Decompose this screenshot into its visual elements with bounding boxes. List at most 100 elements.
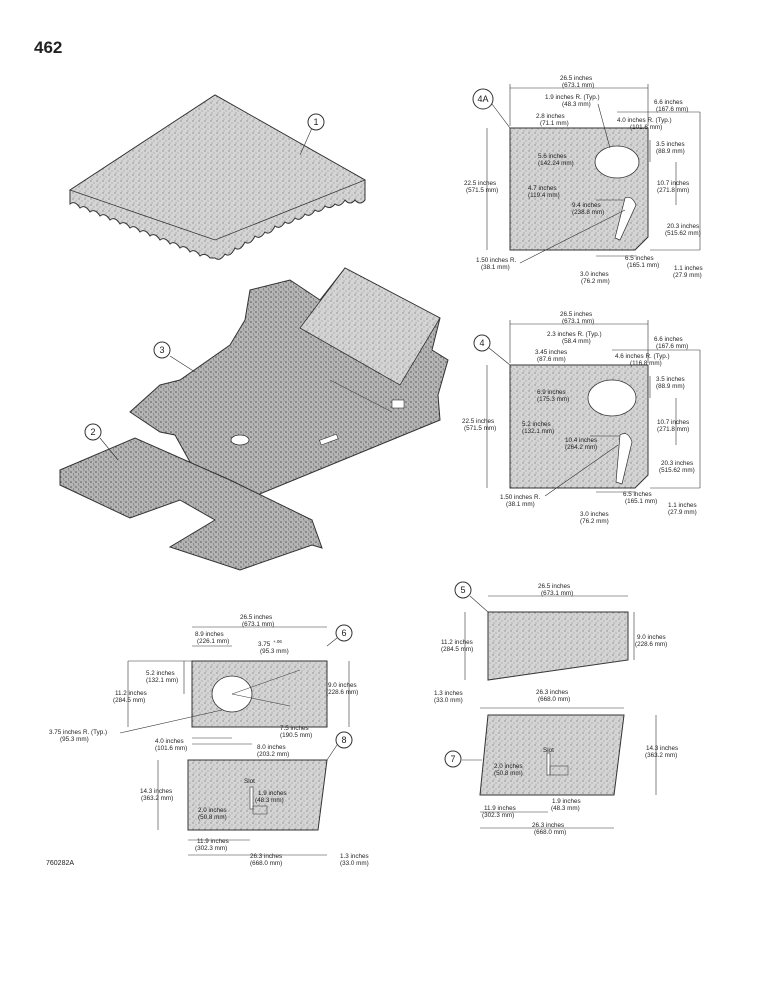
f6-dim-e-in: 4.0 inches [155, 738, 184, 745]
callout-7: 7 [444, 750, 482, 768]
part-2-side-panel-illustration [59, 437, 323, 571]
page-number: 462 [34, 38, 63, 57]
f4-dim-d-mm: (132.1 mm) [522, 428, 554, 435]
f8-slot: Slot [244, 778, 255, 785]
f8-dim-a-mm: (33.0 mm) [340, 860, 369, 867]
f4a-dim-d-in: 4.7 inches [528, 185, 557, 192]
f4-radius-in: 2.3 inches R. (Typ.) [547, 331, 602, 338]
f4a-top-a-in: 6.6 inches [654, 99, 683, 106]
f7-bottom-width-in: 26.3 inches [532, 822, 564, 829]
f6-dim-f-mm: (203.2 mm) [257, 751, 289, 758]
f6-dim-d-mm: (190.5 mm) [280, 732, 312, 739]
f4a-dim-c-in: 3.5 inches [656, 141, 685, 148]
f4-dim-a-in: 3.45 inches [535, 349, 567, 356]
f4-width-mm: (673.1 mm) [562, 318, 594, 325]
callout-6-label: 6 [341, 628, 346, 638]
f4-dim-e-in: 10.7 inches [657, 419, 689, 426]
callout-1: 1 [299, 113, 325, 156]
figure-8-panel [187, 759, 328, 831]
f4a-dim-t-in: 3.0 inches [580, 271, 609, 278]
f4-dim-g-in: 20.3 inches [661, 460, 693, 467]
f6-width-mm: (673.1 mm) [242, 621, 274, 628]
f7-dim-c-in: 1.9 inches [552, 798, 581, 805]
figure-4a-dimensions: 26.5 inches (673.1 mm) 1.9 inches R. (Ty… [464, 75, 703, 285]
f7-bottom-width-mm: (668.0 mm) [534, 829, 566, 836]
f7-dim-d-in: 11.9 inches [484, 805, 516, 812]
f6-dim-a-in: 8.9 inches [195, 631, 224, 638]
f4-dim-u-mm: (27.9 mm) [668, 509, 697, 516]
f6-dim-b-mm: (95.3 mm) [260, 648, 289, 655]
f8-dim-c-in: 1.9 inches [258, 790, 287, 797]
f8-height-in: 14.3 inches [140, 788, 172, 795]
f4a-height-in: 22.5 inches [464, 180, 496, 187]
f4-top-r-mm: (116.8 mm) [630, 360, 662, 367]
f7-height-in: 14.3 inches [646, 745, 678, 752]
f8-dim-b-mm: (50.8 mm) [198, 814, 227, 821]
f7-dim-a-in: 1.3 inches [434, 690, 463, 697]
part-1-floor-mat-illustration [69, 94, 366, 260]
f4-height-in: 22.5 inches [462, 418, 494, 425]
f4a-dim-a-mm: (71.1 mm) [540, 120, 569, 127]
f8-width-mm: (668.0 mm) [250, 860, 282, 867]
figure-4-dimensions: 26.5 inches (673.1 mm) 2.3 inches R. (Ty… [462, 311, 701, 525]
figure-4a-panel [509, 127, 649, 251]
callout-2: 2 [84, 423, 119, 461]
figure-4-panel [509, 364, 649, 489]
f5-right-in: 9.0 inches [637, 634, 666, 641]
callout-8: 8 [326, 731, 353, 761]
f4-dim-c-mm: (88.9 mm) [656, 383, 685, 390]
figure-code: 760282A [46, 860, 75, 867]
f4-top-r-in: 4.6 inches R. (Typ.) [615, 353, 670, 360]
f4a-dim-b-mm: (142.24 mm) [538, 160, 574, 167]
f4-radius-mm: (58.4 mm) [562, 338, 591, 345]
f4a-width-mm: (673.1 mm) [562, 82, 594, 89]
f6-dim-d-in: 7.5 inches [280, 725, 309, 732]
f7-dim-a-mm: (33.0 mm) [434, 697, 463, 704]
f4-dim-b-in: 6.9 inches [537, 389, 566, 396]
f4-dim-t-in: 3.0 inches [580, 511, 609, 518]
f4a-dim-a-in: 2.8 inches [536, 113, 565, 120]
f6-dim-f-in: 8.0 inches [257, 744, 286, 751]
callout-3-label: 3 [159, 345, 164, 355]
f4-dim-s-mm: (165.1 mm) [625, 498, 657, 505]
f4-dim-e-mm: (271.8 mm) [657, 426, 689, 433]
f5-left-in: 11.2 inches [441, 639, 473, 646]
f5-width-mm: (673.1 mm) [541, 590, 573, 597]
f4a-dim-f-mm: (238.8 mm) [572, 209, 604, 216]
f4a-radius-r-mm: (38.1 mm) [481, 264, 510, 271]
f4-dim-s-in: 6.5 inches [623, 491, 652, 498]
f4a-dim-e-mm: (271.8 mm) [657, 187, 689, 194]
f8-height-mm: (363.2 mm) [141, 795, 173, 802]
figure-8-dimensions: 14.3 inches (363.2 mm) Slot 1.9 inches (… [140, 760, 369, 867]
f8-width-in: 26.3 inches [250, 853, 282, 860]
f6-right-in: 9.0 inches [328, 682, 357, 689]
f4-width-in: 26.5 inches [560, 311, 592, 318]
f4a-dim-s-mm: (165.1 mm) [627, 262, 659, 269]
figure-7-dimensions: 1.3 inches (33.0 mm) 26.3 inches (668.0 … [434, 689, 678, 836]
f7-height-mm: (363.2 mm) [645, 752, 677, 759]
f7-dim-c-mm: (48.3 mm) [551, 805, 580, 812]
f4a-dim-u-in: 1.1 inches [674, 265, 703, 272]
f7-dim-d-mm: (302.3 mm) [482, 812, 514, 819]
f4-dim-g-mm: (515.62 mm) [659, 467, 695, 474]
figure-6-dimensions: 26.5 inches (673.1 mm) 8.9 inches (226.1… [49, 614, 358, 758]
f8-dim-b-in: 2.0 inches [198, 807, 227, 814]
f4a-dim-b-in: 5.6 inches [538, 153, 567, 160]
f6-dim-c-in: 5.2 inches [146, 670, 175, 677]
f6-radius-in: 3.75 inches R. (Typ.) [49, 729, 107, 736]
f6-left-mm: (284.5 mm) [113, 697, 145, 704]
part-3-floor-panel-illustration [129, 267, 449, 501]
f6-left-in: 11.2 inches [115, 690, 147, 697]
f7-width-mm: (668.0 mm) [538, 696, 570, 703]
f6-dim-b-tol: +.06 [273, 639, 282, 644]
figure-5-dimensions: 26.5 inches (673.1 mm) 11.2 inches (284.… [441, 583, 667, 680]
f7-slot: Slot [543, 747, 554, 754]
f6-dim-b-in: 3.75 [258, 641, 271, 648]
f8-dim-d-mm: (302.3 mm) [195, 845, 227, 852]
callout-6: 6 [326, 624, 353, 647]
f4a-dim-d-mm: (119.4 mm) [528, 192, 560, 199]
f4-top-a-mm: (167.6 mm) [656, 343, 688, 350]
f6-dim-a-mm: (226.1 mm) [197, 638, 229, 645]
f5-right-mm: (228.6 mm) [635, 641, 667, 648]
